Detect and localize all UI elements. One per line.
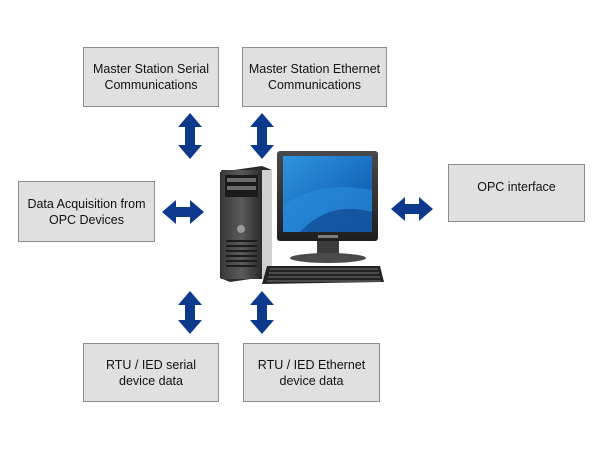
master-station-ethernet-label: Master Station Ethernet Communications [248,62,381,92]
arrow-rtu-serial-icon [178,291,202,334]
arrow-master-ethernet-icon [250,113,274,159]
master-station-ethernet-box: Master Station Ethernet Communications [242,47,387,107]
tower-icon [220,166,272,282]
keyboard-icon [262,266,384,284]
opc-interface-box: OPC interface [448,164,585,222]
data-acquisition-box: Data Acquisition from OPC Devices [18,181,155,242]
rtu-ied-serial-box: RTU / IED serial device data [83,343,219,402]
arrow-opc-interface-icon [391,197,433,221]
rtu-ied-ethernet-box: RTU / IED Ethernet device data [243,343,380,402]
rtu-ied-ethernet-label: RTU / IED Ethernet device data [257,357,366,388]
desktop-computer-icon [220,151,384,284]
monitor-icon [277,151,378,263]
arrow-master-serial-icon [178,113,202,159]
opc-interface-label: OPC interface [477,180,556,194]
arrow-data-acquisition-icon [162,200,204,224]
master-station-serial-label: Master Station Serial Communications [92,62,210,92]
data-acquisition-label: Data Acquisition from OPC Devices [27,196,146,227]
arrow-rtu-ethernet-icon [250,291,274,334]
rtu-ied-serial-label: RTU / IED serial device data [105,357,197,388]
master-station-serial-box: Master Station Serial Communications [83,47,219,107]
